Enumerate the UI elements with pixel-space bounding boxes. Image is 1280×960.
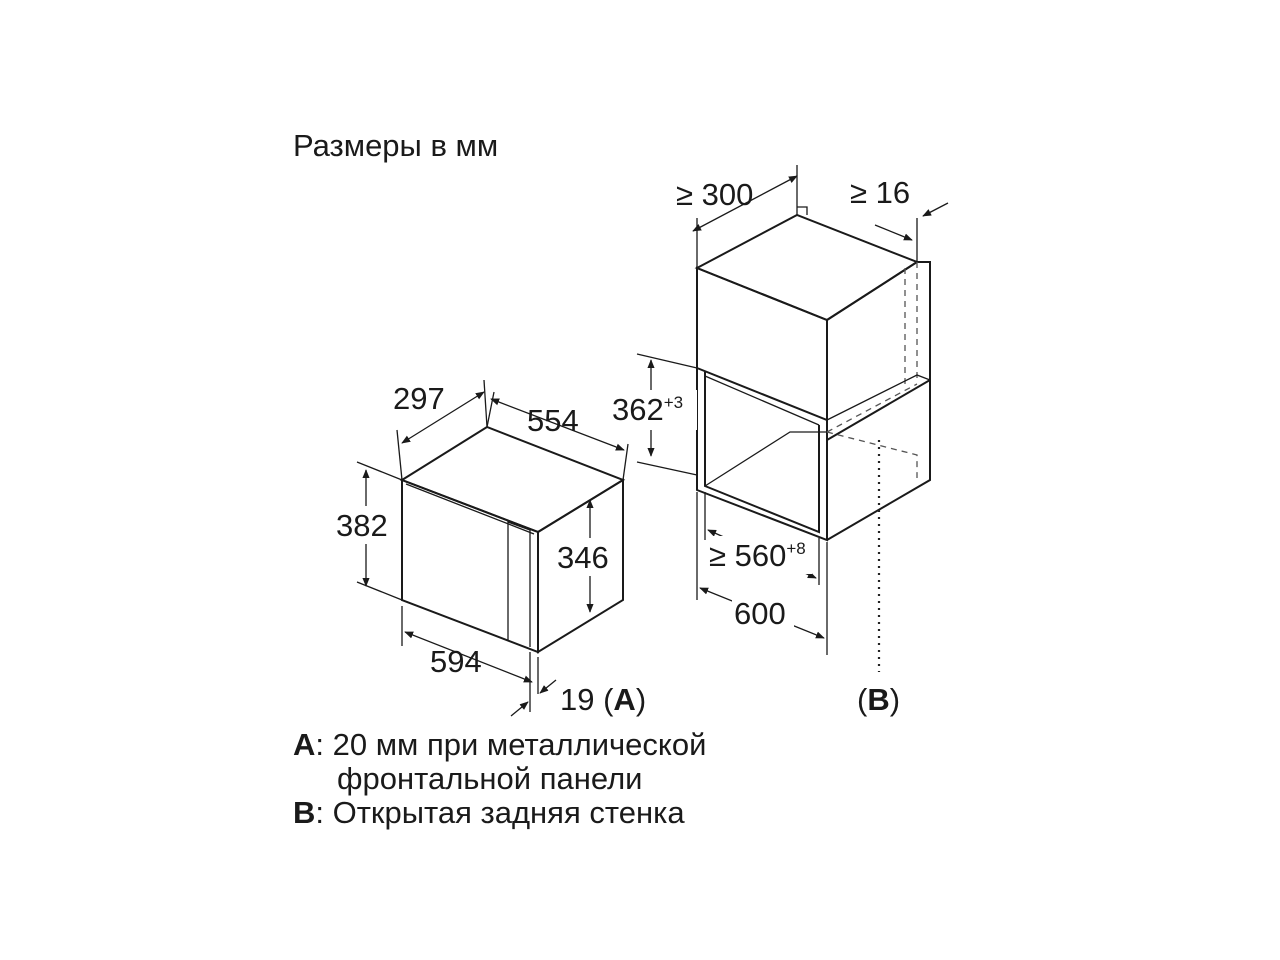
rear-opening-label: (B): [857, 682, 900, 717]
niche-gap-label: ≥ 16: [850, 175, 910, 210]
appliance-width-top-label: 554: [527, 403, 579, 438]
appliance-front-offset-label: 19 (A): [560, 682, 646, 717]
cabinet-back-lip: [797, 206, 808, 215]
note-a-line1: A: 20 мм при металлической: [293, 727, 706, 762]
cabinet-width-label: 600: [734, 596, 786, 631]
note-b-line1: B: Открытая задняя стенка: [293, 795, 685, 830]
appliance-control-panel: [507, 521, 531, 647]
niche-top-inner: [704, 375, 820, 426]
cabinet-front-face: [696, 266, 828, 422]
cabinet-top-face: [694, 213, 920, 322]
niche-height-label: 362+3: [612, 392, 683, 427]
appliance-height-label: 382: [336, 508, 388, 543]
rear-opening-marker: (B): [857, 440, 900, 717]
note-a-line2: фронтальной панели: [337, 761, 643, 796]
niche-hidden-back: [826, 383, 918, 433]
niche-width-label: ≥ 560+8: [709, 538, 806, 573]
appliance-inner-height-label: 346: [557, 540, 609, 575]
niche-top-side: [826, 374, 931, 421]
dim-niche-width: ≥ 560+8: [704, 492, 820, 585]
appliance-front-face: [401, 478, 539, 654]
notes: A: 20 мм при металлической фронтальной п…: [293, 727, 706, 830]
dim-appliance-inner-height: 346: [556, 499, 618, 613]
diagram-title: Размеры в мм: [293, 128, 498, 163]
dim-appliance-front-offset: 19 (A): [510, 652, 646, 717]
appliance-width-front-label: 594: [430, 644, 482, 679]
cabinet-side-panel: [826, 261, 931, 441]
dim-appliance-width-top: 554: [486, 391, 629, 481]
dim-appliance-width-front: 594: [401, 606, 539, 694]
appliance-side-face: [537, 478, 624, 654]
niche-depth-label: ≥ 300: [676, 177, 753, 212]
dim-cabinet-width: 600: [696, 492, 828, 655]
dim-niche-height: 362+3: [611, 353, 698, 476]
dim-niche-depth: ≥ 300: [676, 165, 798, 268]
dim-niche-gap: ≥ 16: [850, 175, 949, 262]
niche-hidden-floor: [826, 431, 918, 478]
niche-drawing: [694, 206, 931, 542]
appliance-depth-label: 297: [393, 381, 445, 416]
niche-side-frame: [826, 380, 931, 541]
niche-floor: [704, 431, 827, 487]
dim-appliance-depth: 297: [393, 379, 488, 481]
niche-inner-frame: [704, 372, 820, 534]
dim-appliance-height: 382: [335, 461, 403, 601]
appliance-front-inner-edge: [405, 483, 535, 535]
